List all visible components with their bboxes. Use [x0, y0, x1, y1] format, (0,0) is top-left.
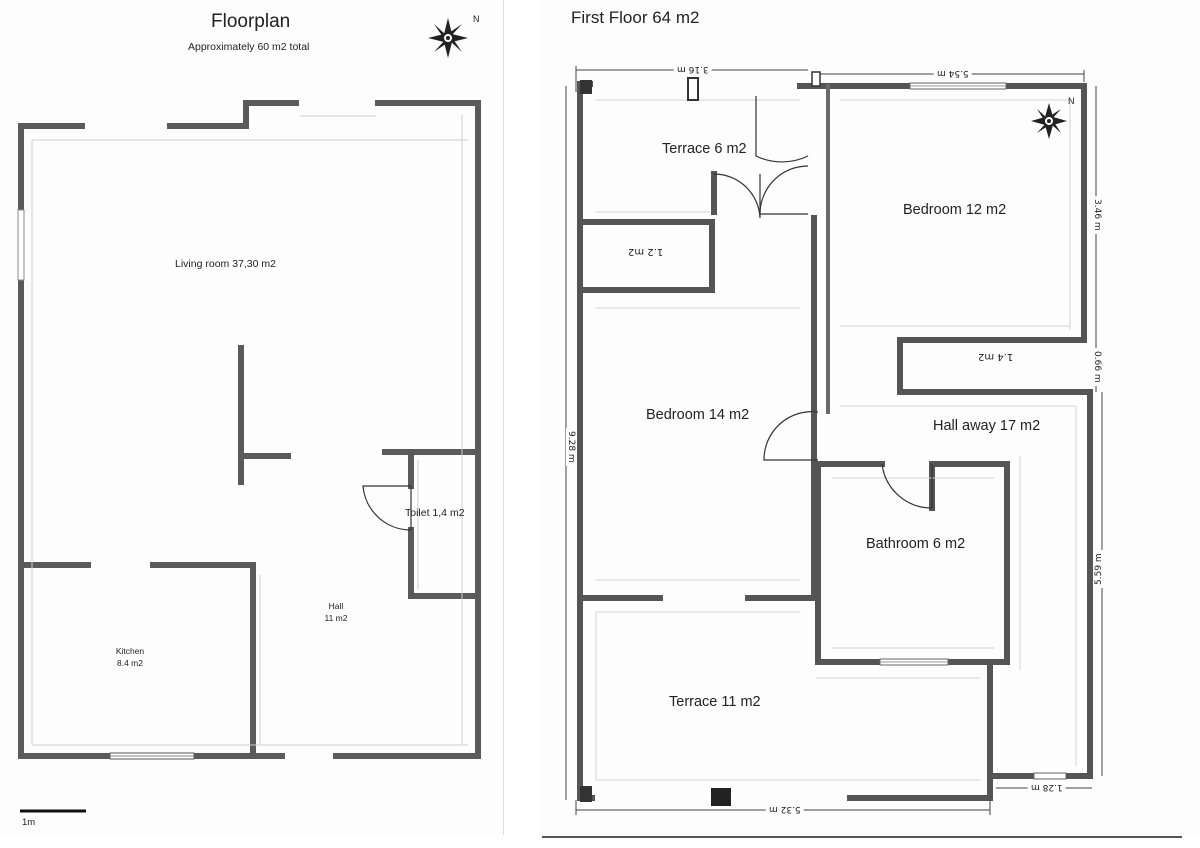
room-label-living-room: Living room 37,30 m2	[175, 258, 276, 270]
dimension-label: 5.54 m	[934, 68, 972, 78]
page-title: Floorplan	[211, 11, 291, 32]
post	[711, 788, 731, 806]
page-subtitle: Approximately 60 m2 total	[188, 41, 310, 53]
post	[811, 71, 821, 87]
room-label-bedroom-12: Bedroom 12 m2	[903, 202, 1007, 218]
door-swing	[755, 96, 809, 163]
window	[1033, 772, 1067, 780]
room-name: Kitchen	[115, 646, 145, 656]
window	[879, 658, 949, 666]
dimension-label: 9.28 m	[566, 428, 576, 466]
first-floor-sheet: First Floor 64 m2 N Terrace 6 m2 Bedroom…	[540, 0, 1200, 835]
post	[580, 80, 592, 94]
dimension-label: 0.66 m	[1092, 348, 1102, 386]
toilet-door	[362, 485, 412, 531]
room-label-toilet: Toilet 1,4 m2	[405, 507, 465, 519]
room-label-bathroom: Bathroom 6 m2	[866, 536, 966, 552]
room-label-hall: Hall 11 m2	[318, 600, 354, 624]
door-swing	[713, 173, 761, 219]
ground-floor-sheet: Floorplan Approximately 60 m2 total N Li…	[0, 0, 504, 835]
door-swing	[759, 165, 809, 215]
post	[687, 77, 699, 101]
north-arrow-compass-icon	[1031, 103, 1067, 139]
room-label-closet-1-2: 1.2 m2	[628, 246, 664, 257]
window	[17, 209, 25, 281]
scale-bar-label: 1m	[22, 817, 36, 828]
door-swing	[881, 463, 933, 509]
dimension-label: 5.59 m	[1094, 550, 1104, 588]
compass-north-label: N	[473, 14, 480, 24]
ground-floor-plan	[17, 18, 481, 813]
room-label-terrace-bottom: Terrace 11 m2	[669, 694, 761, 710]
wall	[167, 100, 299, 129]
window	[909, 82, 1007, 90]
page-edge-line	[542, 836, 1182, 838]
room-label-bedroom-14: Bedroom 14 m2	[646, 407, 750, 423]
room-label-hallway: Hall away 17 m2	[933, 418, 1041, 434]
wall	[150, 562, 256, 759]
room-label-terrace-top: Terrace 6 m2	[662, 141, 747, 157]
room-label-kitchen: Kitchen 8.4 m2	[106, 645, 154, 669]
room-area: 8.4 m2	[117, 658, 143, 668]
page-title: First Floor 64 m2	[571, 8, 700, 27]
room-label-closet-1-4: 1.4 m2	[978, 351, 1014, 362]
room-area: 11 m2	[324, 613, 348, 623]
post	[580, 786, 592, 802]
dimension-label: 5.32 m	[766, 804, 804, 814]
room-name: Hall	[328, 601, 344, 611]
north-arrow-compass-icon	[428, 18, 468, 58]
first-floor-plan	[565, 66, 1103, 815]
compass-north-label: N	[1068, 96, 1075, 106]
dimension-label: 1.28 m	[1028, 782, 1066, 792]
window	[109, 752, 195, 760]
door-swing	[763, 411, 819, 461]
dimension-label: 3.46 m	[1092, 196, 1102, 234]
dimension-label: 3.16 m	[674, 64, 712, 74]
